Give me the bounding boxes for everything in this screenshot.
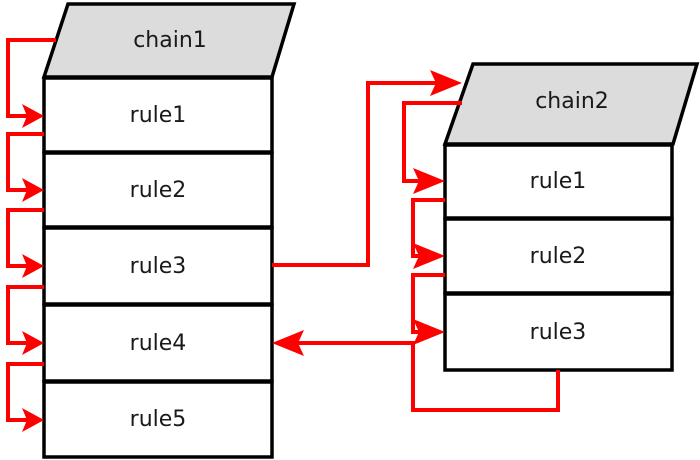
chain1-flow-arrows (6, 38, 56, 432)
chain1-rule3-to-rule4-arrow (6, 285, 44, 355)
chain2-entry-to-rule1-arrow (402, 101, 462, 194)
chain1-rule4-label: rule4 (130, 331, 187, 356)
chain1-rule3-jump-to-chain2-arrow (272, 70, 462, 267)
chain2-return-to-chain1-rule4-arrow (272, 330, 560, 412)
chain1-header-label: chain1 (133, 28, 207, 53)
chain2-rule2-to-rule3-arrow (411, 273, 445, 345)
chain1-rule1-to-rule2-arrow (6, 132, 44, 202)
chain2-rule1-to-rule2-arrow (411, 198, 445, 269)
chain2-rule3-label: rule3 (530, 320, 587, 345)
chain1-rule2-label: rule2 (130, 178, 187, 203)
chain1-entry-to-rule1-arrow (6, 38, 56, 128)
chain1-group: rule1 rule2 rule3 rule4 rule5 chain1 (41, 2, 297, 459)
chain1-rule3-label: rule3 (130, 254, 187, 279)
chain2-rule3-box[interactable] (443, 292, 674, 372)
chain1-header-shape[interactable] (41, 2, 297, 79)
chain1-rule1-label: rule1 (130, 103, 187, 128)
chain2-rule1-label: rule1 (530, 169, 587, 194)
chain2-group: rule1 rule2 rule3 chain2 (442, 62, 700, 372)
chain2-header-shape[interactable] (442, 62, 700, 146)
chain1-rule2-box[interactable] (42, 151, 274, 229)
chain1-rule5-box[interactable] (42, 380, 274, 459)
chain1-rule4-to-rule5-arrow (6, 362, 44, 432)
chain2-header-label: chain2 (535, 89, 609, 114)
chain1-rule5-label: rule5 (130, 407, 187, 432)
chain1-rule1-box[interactable] (42, 76, 274, 154)
chain1-rule2-to-rule3-arrow (6, 208, 44, 278)
cross-chain-flow-arrows (272, 70, 560, 412)
chain2-rule2-box[interactable] (443, 217, 674, 295)
chain2-rule2-label: rule2 (530, 244, 587, 269)
chain2-rule1-box[interactable] (443, 143, 674, 220)
chain2-flow-arrows (402, 101, 462, 345)
